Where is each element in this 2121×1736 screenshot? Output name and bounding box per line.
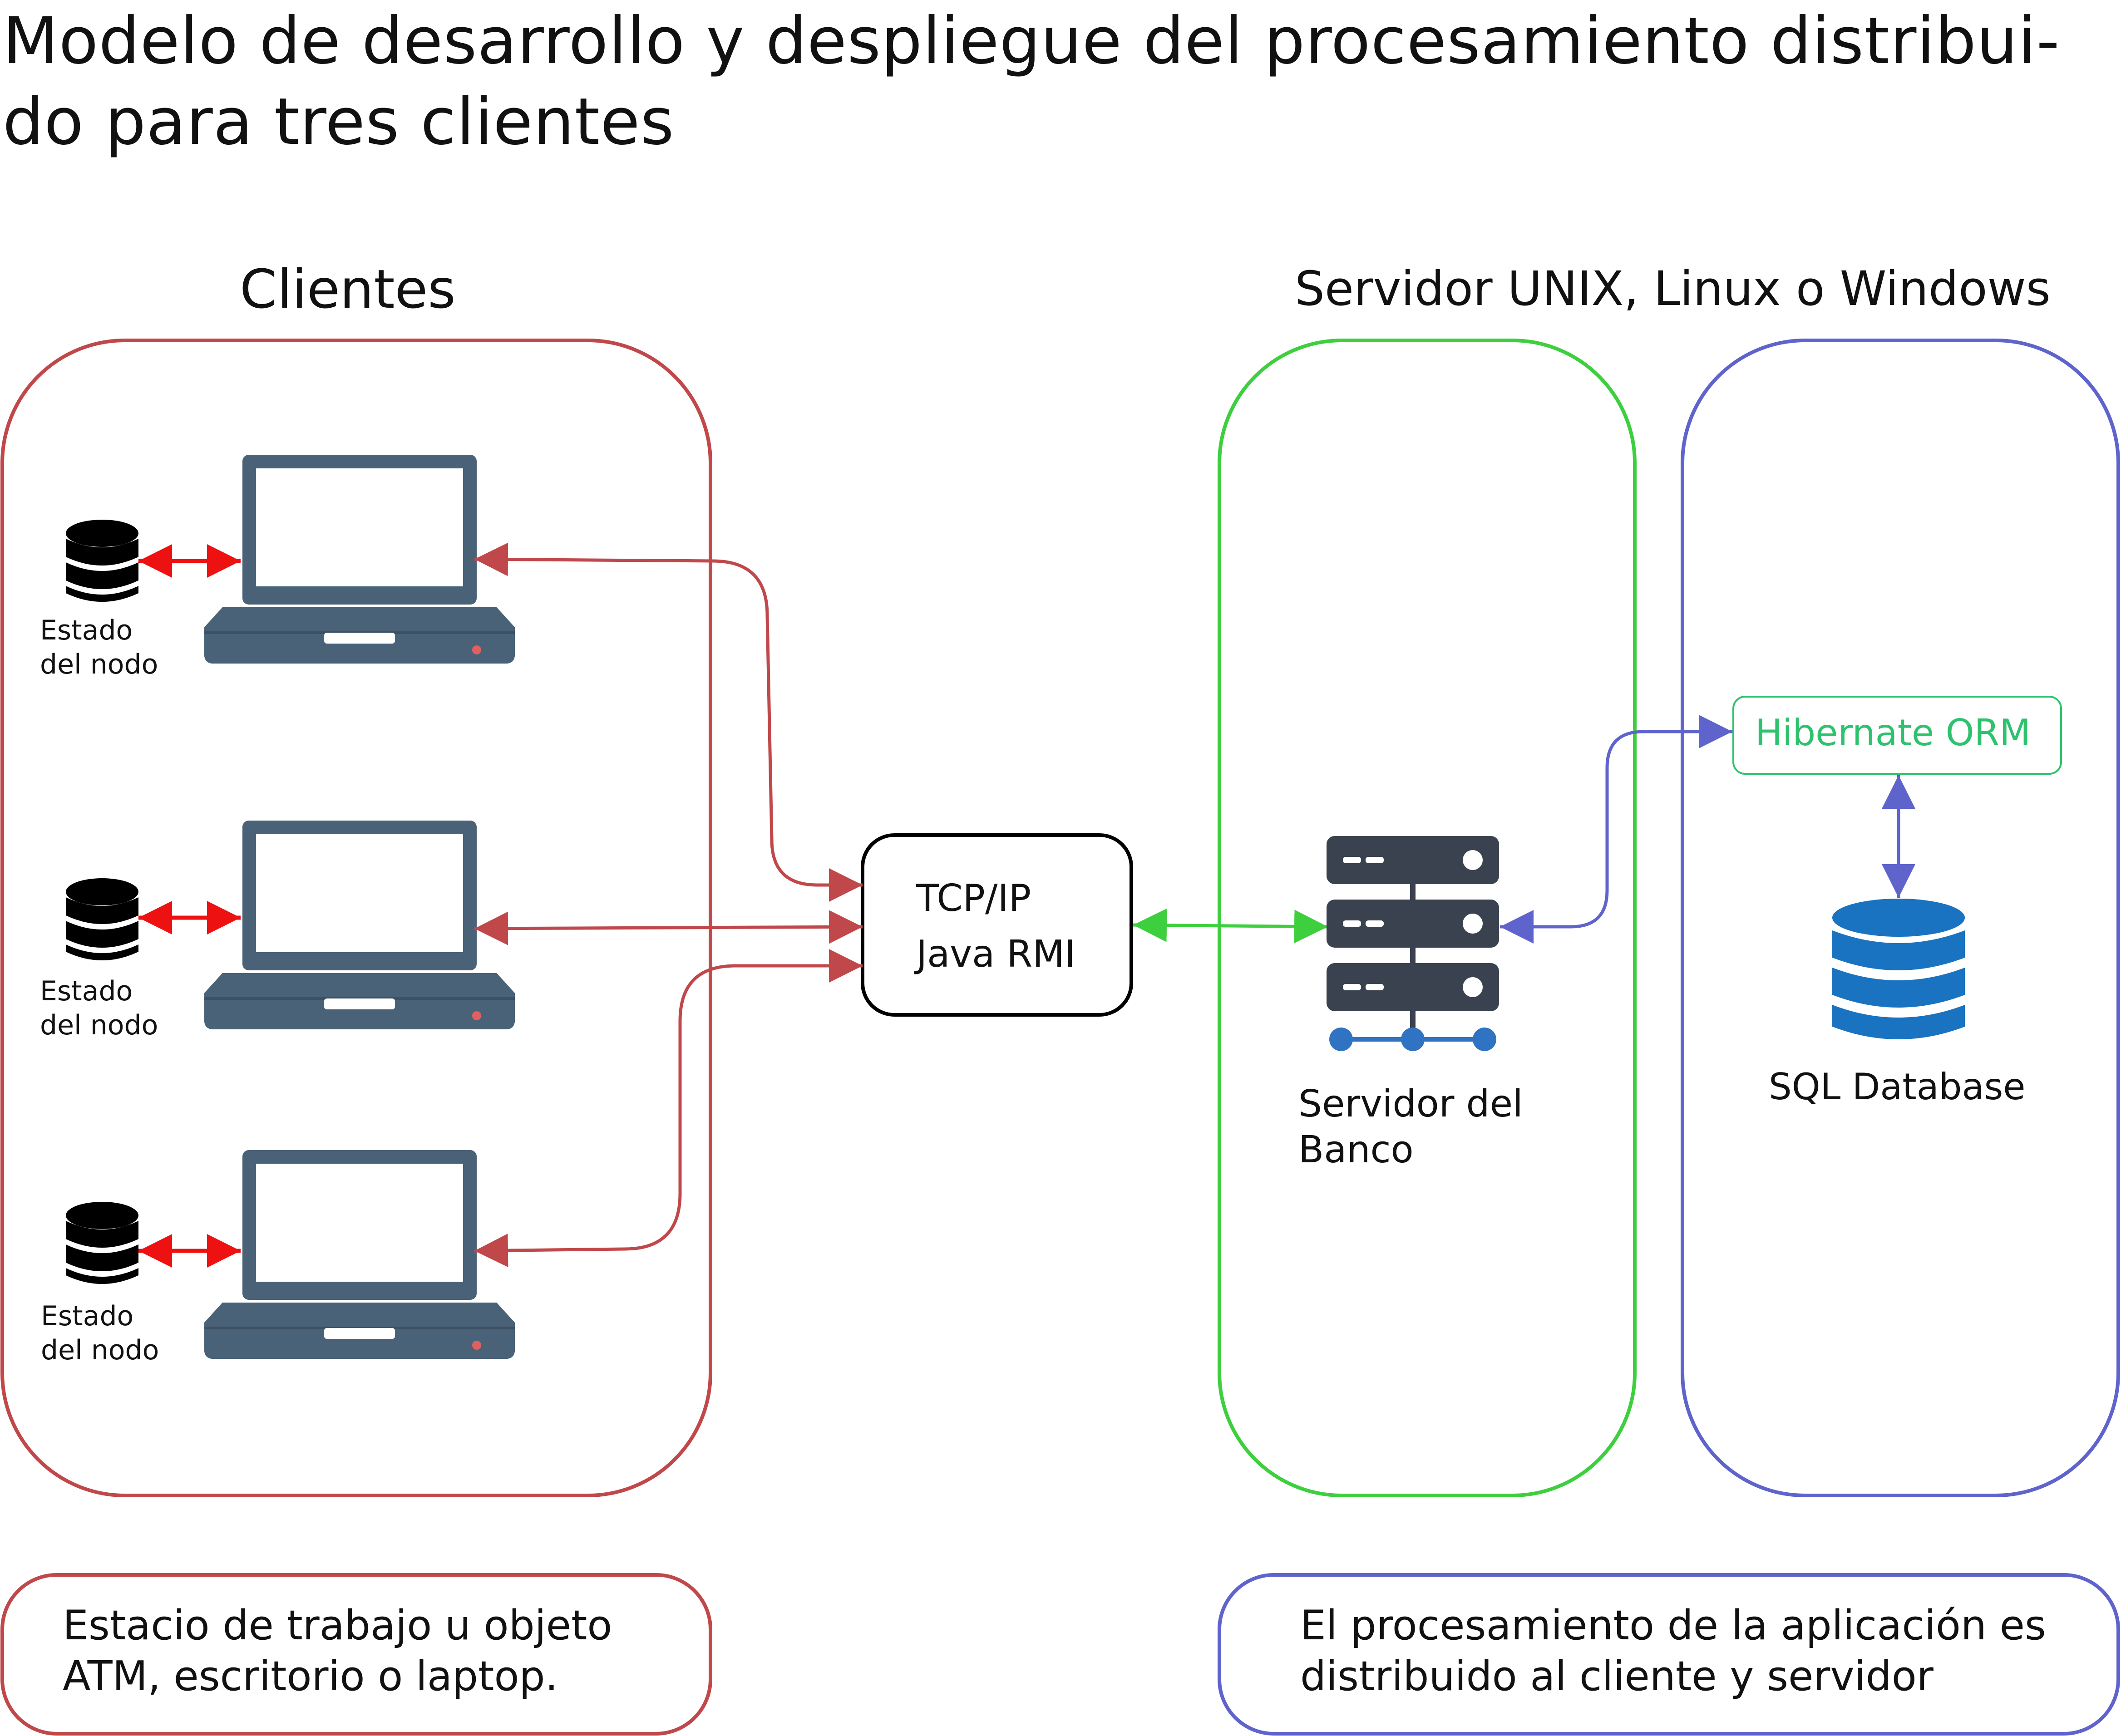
laptop-icon: [204, 455, 515, 664]
server-rack-icon: [1327, 836, 1499, 1051]
page-title-line2: do para tres clientes: [3, 84, 675, 159]
clients-heading: Clientes: [240, 258, 456, 320]
node-state-label: Estado del nodo: [40, 975, 158, 1041]
client-link-arrow: [474, 949, 863, 1268]
node-state-database-icon: [66, 878, 138, 960]
protocol-label: TCP/IP Java RMI: [916, 870, 1075, 982]
clients-caption-box: [0, 1573, 712, 1736]
page-title-line1: Modelo de desarrollo y despliegue del pr…: [3, 4, 2060, 79]
clients-caption: Estacio de trabajo u objeto ATM, escrito…: [63, 1602, 612, 1700]
sql-database-label: SQL Database: [1769, 1066, 2026, 1108]
laptop-icon: [204, 1150, 515, 1359]
node-state-label: Estado del nodo: [41, 1300, 159, 1366]
server-caption-box: [1218, 1573, 2120, 1736]
client-link-arrow: [474, 910, 863, 945]
orm-link-arrow: [1500, 715, 1732, 944]
node-state-database-icon: [66, 520, 138, 602]
protocol-box: [861, 833, 1133, 1017]
sql-database-icon: [1832, 899, 1965, 1039]
server-caption: El procesamiento de la aplicación es dis…: [1300, 1602, 2046, 1700]
laptop-icon: [204, 821, 515, 1029]
orm-box: [1732, 696, 2062, 775]
node-state-label: Estado del nodo: [40, 615, 158, 680]
rmi-link-arrow: [1133, 908, 1328, 944]
page-title: Modelo de desarrollo y despliegue del pr…: [3, 1, 2118, 162]
protocol-tcp: TCP/IP: [916, 877, 1031, 920]
server-heading: Servidor UNIX, Linux o Windows: [1295, 261, 2051, 316]
orm-label: Hibernate ORM: [1755, 712, 2031, 754]
bank-server-label: Servidor del Banco: [1298, 1082, 1523, 1171]
node-state-database-icon: [66, 1202, 138, 1284]
client-link-arrow: [474, 542, 863, 902]
protocol-rmi: Java RMI: [916, 933, 1076, 976]
